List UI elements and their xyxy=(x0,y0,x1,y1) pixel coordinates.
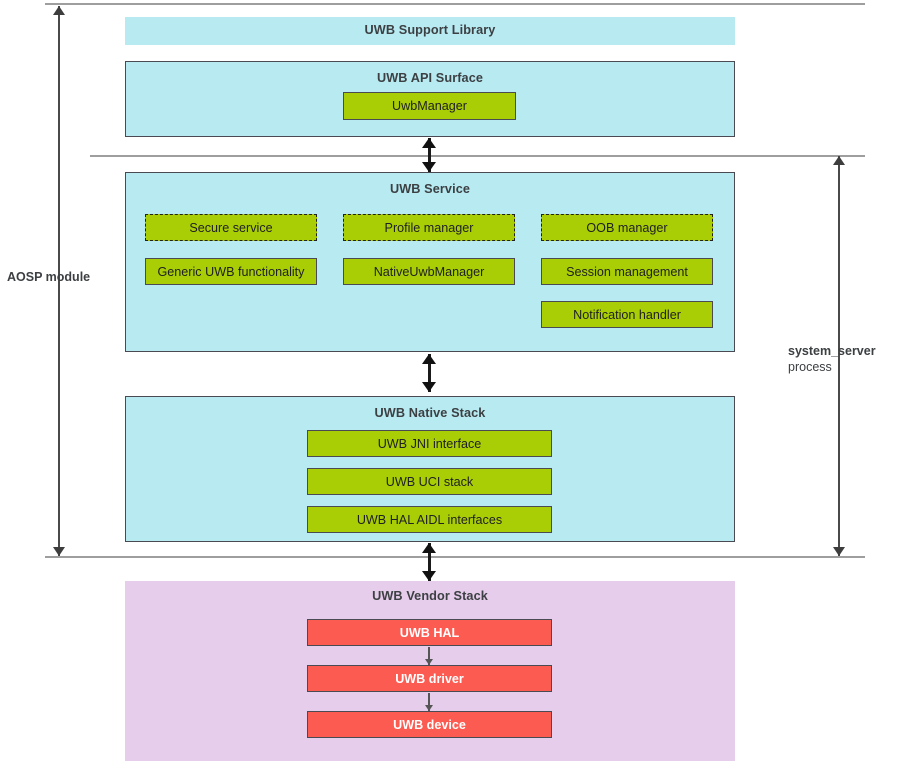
chip-label: UwbManager xyxy=(392,99,467,113)
connector-hal-to-driver xyxy=(424,647,434,665)
chip-label: Secure service xyxy=(189,220,273,235)
arrow-head-down-icon xyxy=(425,705,433,711)
layer-title-support-library: UWB Support Library xyxy=(364,23,496,37)
arrow-head-up-icon xyxy=(422,354,436,364)
chip-label: UWB HAL xyxy=(399,625,460,640)
bottom-boundary-rule xyxy=(45,556,865,558)
connector-shaft xyxy=(428,354,431,392)
layer-title-api-surface: UWB API Surface xyxy=(376,71,484,85)
aosp-module-label: AOSP module xyxy=(7,269,117,285)
arrow-head-down-icon xyxy=(422,162,436,172)
chip-label: NativeUwbManager xyxy=(373,264,485,279)
system-server-scope-arrow xyxy=(832,156,846,556)
connector-api-to-service xyxy=(422,138,436,172)
arrow-head-down-icon xyxy=(425,659,433,665)
chip-label: UWB HAL AIDL interfaces xyxy=(356,512,503,527)
chip-label: UWB device xyxy=(393,717,466,732)
connector-shaft xyxy=(428,138,431,172)
layer-title-native-stack: UWB Native Stack xyxy=(374,406,486,420)
chip-uwb-hal-aidl-interfaces[interactable]: UWB HAL AIDL interfaces xyxy=(307,506,552,533)
arrow-head-down-icon xyxy=(422,382,436,392)
chip-label: Generic UWB functionality xyxy=(157,264,305,279)
aosp-module-label-text: AOSP module xyxy=(7,270,91,284)
chip-label: Profile manager xyxy=(384,220,474,235)
middle-boundary-rule xyxy=(90,155,865,157)
connector-driver-to-device xyxy=(424,693,434,711)
chip-secure-service[interactable]: Secure service xyxy=(145,214,317,241)
chip-notification-handler[interactable]: Notification handler xyxy=(541,301,713,328)
chip-uwb-device[interactable]: UWB device xyxy=(307,711,552,738)
chip-label: Session management xyxy=(566,264,688,279)
chip-label: OOB manager xyxy=(586,220,668,235)
chip-session-management[interactable]: Session management xyxy=(541,258,713,285)
top-boundary-rule xyxy=(45,3,865,5)
chip-label: UWB driver xyxy=(395,671,464,686)
arrow-head-down-icon xyxy=(833,547,845,556)
chip-uwb-hal[interactable]: UWB HAL xyxy=(307,619,552,646)
connector-service-to-native xyxy=(422,354,436,392)
chip-uwb-jni-interface[interactable]: UWB JNI interface xyxy=(307,430,552,457)
chip-label: UWB UCI stack xyxy=(385,474,474,489)
arrow-head-down-icon xyxy=(53,547,65,556)
arrow-head-up-icon xyxy=(53,6,65,15)
arrow-head-up-icon xyxy=(833,156,845,165)
system-server-label-line1: system_server xyxy=(788,344,876,358)
connector-native-to-vendor xyxy=(422,543,436,581)
arrow-head-up-icon xyxy=(422,543,436,553)
scope-arrow-shaft xyxy=(838,156,840,556)
chip-native-uwb-manager[interactable]: NativeUwbManager xyxy=(343,258,515,285)
layer-title-vendor-stack: UWB Vendor Stack xyxy=(372,589,488,603)
layer-title-uwb-service: UWB Service xyxy=(389,182,471,196)
connector-shaft xyxy=(428,693,430,711)
system-server-label-line2: process xyxy=(788,360,832,374)
chip-label: Notification handler xyxy=(573,307,681,322)
chip-profile-manager[interactable]: Profile manager xyxy=(343,214,515,241)
arrow-head-down-icon xyxy=(422,571,436,581)
chip-generic-uwb-functionality[interactable]: Generic UWB functionality xyxy=(145,258,317,285)
connector-shaft xyxy=(428,543,431,581)
system-server-label: system_server process xyxy=(788,343,898,375)
chip-uwb-uci-stack[interactable]: UWB UCI stack xyxy=(307,468,552,495)
arrow-head-up-icon xyxy=(422,138,436,148)
chip-oob-manager[interactable]: OOB manager xyxy=(541,214,713,241)
chip-label: UWB JNI interface xyxy=(377,436,482,451)
chip-uwb-driver[interactable]: UWB driver xyxy=(307,665,552,692)
layer-uwb-support-library: UWB Support Library xyxy=(125,17,735,45)
aosp-module-scope-arrow xyxy=(52,6,66,556)
chip-uwb-manager[interactable]: UwbManager xyxy=(343,92,516,120)
connector-shaft xyxy=(428,647,430,665)
scope-arrow-shaft xyxy=(58,6,60,556)
